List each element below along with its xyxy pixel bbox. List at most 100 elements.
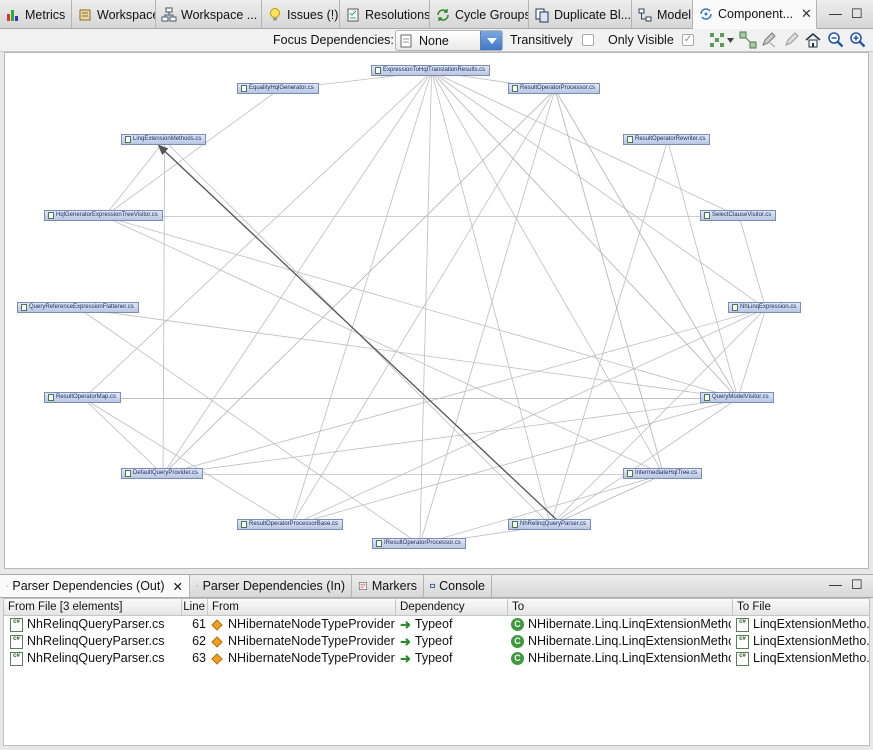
dependency-edge	[549, 474, 664, 526]
cs-file-icon: c#	[736, 617, 749, 632]
column-to-file[interactable]: To File	[737, 601, 771, 613]
table-header: From File [3 elements] Line From Depende…	[4, 599, 869, 616]
cs-file-icon	[732, 304, 738, 311]
graph-node[interactable]: NhRelinqQueryParser.cs	[508, 519, 592, 530]
tab-resolutions[interactable]: Resolutions	[340, 0, 430, 29]
parser-dependencies-icon	[6, 585, 9, 587]
table-row[interactable]: c#NhRelinqQueryParser.cs 63 NHibernateNo…	[4, 650, 870, 667]
tab-metrics-label: Metrics	[25, 7, 66, 22]
column-dependency[interactable]: Dependency	[396, 599, 508, 616]
graph-node[interactable]: EqualityHqlGenerator.cs	[237, 83, 319, 94]
column-from-file[interactable]: From File [3 elements]	[4, 599, 182, 616]
edit-secondary-icon[interactable]	[783, 31, 801, 49]
cs-file-icon: c#	[10, 634, 23, 649]
dependency-edge	[419, 70, 434, 545]
tab-metrics[interactable]: Metrics	[0, 0, 72, 29]
dependency-edge	[103, 140, 166, 218]
minimize-panel-icon[interactable]: —	[829, 577, 842, 592]
class-icon: C	[511, 635, 524, 648]
cs-file-icon	[704, 212, 710, 219]
column-to[interactable]: To	[508, 599, 733, 616]
cs-file-icon: c#	[736, 651, 749, 666]
graph-node[interactable]: ExpressionToHqlTranslationResults.cs	[371, 65, 491, 76]
dependency-edge	[162, 70, 433, 475]
home-icon[interactable]	[804, 31, 822, 49]
zoom-out-icon[interactable]	[826, 31, 844, 49]
tab-markers[interactable]: Markers	[352, 575, 424, 597]
graph-node[interactable]: SelectClauseVisitor.cs	[700, 210, 777, 221]
graph-node[interactable]: ResultOperatorRewriter.cs	[623, 134, 711, 145]
chevron-down-icon[interactable]	[480, 31, 502, 50]
bottom-tab-bar: Parser Dependencies (Out) ✕ Parser Depen…	[0, 574, 873, 598]
dependency-edge	[549, 308, 766, 527]
resolutions-icon	[347, 8, 359, 21]
class-icon: C	[511, 618, 524, 631]
graph-node[interactable]: ResultOperatorMap.cs	[44, 392, 122, 403]
graph-node[interactable]: HqlGeneratorExpressionTreeVisitor.cs	[44, 210, 163, 221]
expand-nodes-icon[interactable]	[739, 31, 757, 49]
workspace-tree-icon	[161, 7, 177, 21]
tab-workspace-tree[interactable]: Workspace ...	[156, 0, 262, 29]
layout-icon[interactable]	[708, 31, 726, 49]
tab-issues[interactable]: Issues (!)	[262, 0, 340, 29]
tab-parser-dependencies-in[interactable]: Parser Dependencies (In)	[190, 575, 352, 597]
cs-file-icon	[627, 136, 633, 143]
table-row[interactable]: c#NhRelinqQueryParser.cs 62 NHibernateNo…	[4, 633, 870, 650]
dependency-edges	[78, 69, 767, 547]
selected-dependency-edge[interactable]	[157, 144, 559, 522]
graph-node[interactable]: QueryModelVisitor.cs	[700, 392, 774, 403]
edit-icon[interactable]	[760, 31, 778, 49]
dependency-edge	[83, 398, 292, 526]
component-icon	[700, 8, 712, 20]
graph-node[interactable]: DefaultQueryProvider.cs	[121, 468, 204, 479]
console-icon	[430, 583, 435, 588]
dependency-graph-canvas[interactable]: ExpressionToHqlTranslationResults.cs Equ…	[4, 52, 869, 569]
tab-cycle-groups[interactable]: Cycle Groups	[430, 0, 529, 29]
tab-workspace[interactable]: Workspace	[72, 0, 156, 29]
tab-model[interactable]: Model	[632, 0, 693, 29]
graph-node[interactable]: IResultOperatorProcessor.cs	[372, 538, 466, 549]
table-row[interactable]: c#NhRelinqQueryParser.cs 61 NHibernateNo…	[4, 616, 870, 633]
dependency-edge	[162, 308, 766, 476]
arrow-right-icon: ➜	[400, 651, 411, 666]
column-from[interactable]: From	[208, 599, 396, 616]
class-icon: C	[511, 652, 524, 665]
maximize-icon[interactable]: ☐	[851, 6, 863, 21]
parser-dependencies-table[interactable]: From File [3 elements] Line From Depende…	[3, 598, 870, 746]
close-tab-icon[interactable]: ✕	[801, 6, 812, 21]
graph-node[interactable]: ResultOperatorProcessorBase.cs	[237, 519, 344, 530]
tab-console[interactable]: Console	[424, 575, 492, 597]
tab-parser-dependencies-out[interactable]: Parser Dependencies (Out) ✕	[0, 575, 190, 597]
zoom-in-icon[interactable]	[848, 31, 866, 49]
graph-node[interactable]: NhLinqExpression.cs	[728, 302, 802, 313]
tab-cycle-groups-label: Cycle Groups	[455, 7, 529, 22]
tab-model-label: Model	[657, 7, 692, 22]
cs-file-icon	[512, 521, 518, 528]
minimize-icon[interactable]: —	[829, 6, 842, 21]
focus-dependencies-select[interactable]: None	[395, 30, 503, 51]
column-line[interactable]: Line	[182, 599, 208, 616]
maximize-panel-icon[interactable]: ☐	[851, 577, 863, 592]
metrics-icon	[7, 9, 18, 21]
tab-workspace-label: Workspace	[97, 7, 156, 22]
cs-file-icon	[375, 67, 381, 74]
transitively-checkbox[interactable]	[582, 34, 594, 46]
tab-parser-out-label: Parser Dependencies (Out)	[12, 579, 165, 593]
cs-file-icon	[241, 85, 247, 92]
tab-markers-label: Markers	[371, 579, 417, 593]
parser-dependencies-icon	[196, 584, 199, 588]
only-visible-checkbox[interactable]: ✓	[682, 34, 694, 46]
close-tab-icon[interactable]: ✕	[172, 579, 183, 594]
tab-duplicate-blocks[interactable]: Duplicate Bl...	[529, 0, 632, 29]
graph-node[interactable]: QueryReferenceExpressionFlattener.cs	[17, 302, 139, 313]
tab-component-dependencies[interactable]: Component... ✕	[693, 0, 817, 29]
graph-node[interactable]: IntermediateHqlTree.cs	[623, 468, 703, 479]
cs-file-icon	[704, 394, 710, 401]
graph-node[interactable]: ResultOperatorProcessor.cs	[508, 83, 601, 94]
tab-workspace-tree-label: Workspace ...	[181, 7, 258, 22]
graph-node[interactable]: LinqExtensionMethods.cs	[121, 134, 207, 145]
markers-icon	[358, 582, 367, 590]
layout-dropdown-icon[interactable]	[727, 38, 734, 43]
focus-dependencies-value: None	[419, 33, 449, 48]
dependency-edge	[290, 397, 739, 526]
